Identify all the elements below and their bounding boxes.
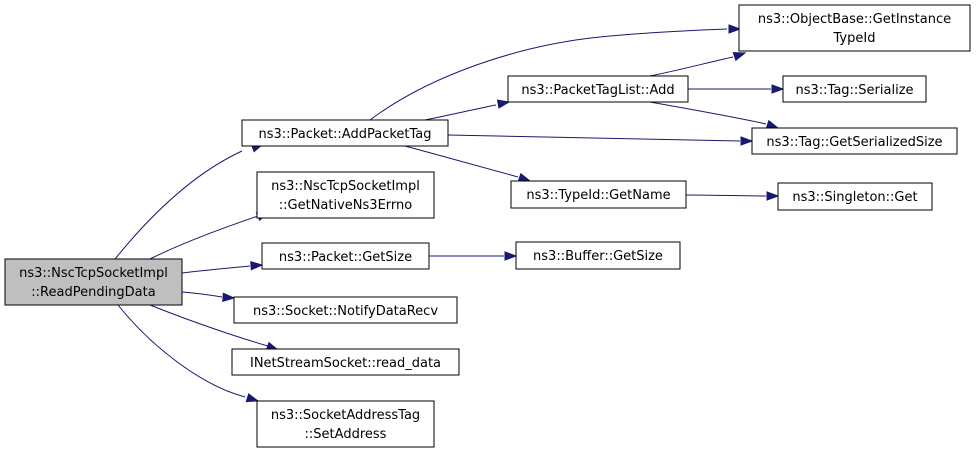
edge-tagListAdd-to-tagSerialize bbox=[688, 84, 785, 94]
edge-line bbox=[149, 304, 269, 347]
edge-line bbox=[114, 150, 243, 260]
arrowhead-icon bbox=[517, 172, 532, 182]
node-buffer-get-size-label: ns3::Buffer::GetSize bbox=[533, 249, 663, 264]
node-packet-tag-list-add-label: ns3::PacketTagList::Add bbox=[521, 83, 674, 98]
edge-line bbox=[117, 304, 246, 398]
node-singleton-get[interactable]: ns3::Singleton::Get bbox=[777, 182, 933, 211]
edge-addPacketTag-to-tagListAdd bbox=[424, 99, 511, 121]
arrowhead-icon bbox=[765, 119, 780, 129]
node-tag-get-serialized-size-label: ns3::Tag::GetSerializedSize bbox=[766, 135, 942, 150]
edge-root-to-notifyRecv bbox=[181, 291, 236, 302]
edge-root-to-readData bbox=[149, 304, 280, 351]
edge-line bbox=[649, 56, 734, 77]
node-tag-serialize[interactable]: ns3::Tag::Serialize bbox=[782, 75, 927, 103]
edge-line bbox=[404, 145, 519, 178]
node-set-address-line-1: ns3::SocketAddressTag bbox=[271, 408, 420, 423]
edge-root-to-pktGetSize bbox=[181, 261, 264, 274]
edge-line bbox=[149, 215, 259, 260]
arrowhead-icon bbox=[504, 251, 518, 261]
node-notify-data-recv[interactable]: ns3::Socket::NotifyDataRecv bbox=[233, 296, 458, 324]
node-get-native-errno[interactable]: ns3::NscTcpSocketImpl ::GetNativeNs3Errn… bbox=[256, 171, 435, 219]
arrowhead-icon bbox=[222, 292, 236, 302]
node-read-data-label: INetStreamSocket::read_data bbox=[250, 356, 441, 371]
node-tag-get-serialized-size[interactable]: ns3::Tag::GetSerializedSize bbox=[751, 127, 958, 155]
node-root-line-1: ns3::NscTcpSocketImpl bbox=[19, 266, 168, 281]
node-tag-serialize-label: ns3::Tag::Serialize bbox=[795, 83, 913, 98]
arrowhead-icon bbox=[732, 52, 747, 62]
edge-tagListAdd-to-tagSerSize bbox=[649, 101, 780, 129]
edge-line bbox=[424, 104, 497, 121]
node-typeid-get-name[interactable]: ns3::TypeId::GetName bbox=[510, 180, 687, 209]
arrowhead-icon bbox=[728, 24, 742, 34]
node-objectbase-get-instance-typeid-line-2: TypeId bbox=[833, 31, 876, 46]
node-objectbase-get-instance-typeid-line-1: ns3::ObjectBase::GetInstance bbox=[758, 12, 951, 27]
edge-line bbox=[181, 265, 251, 274]
node-get-native-errno-line-2: ::GetNativeNs3Errno bbox=[279, 198, 412, 213]
edge-line bbox=[369, 28, 728, 121]
arrowhead-icon bbox=[245, 393, 260, 403]
edge-line bbox=[685, 194, 767, 197]
node-add-packet-tag[interactable]: ns3::Packet::AddPacketTag bbox=[241, 119, 449, 147]
node-packet-get-size[interactable]: ns3::Packet::GetSize bbox=[261, 242, 430, 270]
arrowhead-icon bbox=[496, 99, 511, 109]
edge-root-to-getNativeErr bbox=[149, 211, 270, 260]
node-buffer-get-size[interactable]: ns3::Buffer::GetSize bbox=[515, 241, 681, 270]
edge-addPacketTag-to-tagSerSize bbox=[447, 134, 754, 146]
edge-root-to-setAddress bbox=[117, 304, 260, 403]
node-typeid-get-name-label: ns3::TypeId::GetName bbox=[526, 188, 670, 203]
edge-tagListAdd-to-objBaseTypeId bbox=[649, 52, 747, 77]
nodes-layer: ns3::NscTcpSocketImpl ::ReadPendingData … bbox=[4, 4, 971, 448]
node-set-address-line-2: ::SetAddress bbox=[305, 427, 387, 442]
edge-addPacketTag-to-objBaseTypeId bbox=[369, 24, 742, 121]
arrowhead-icon bbox=[766, 191, 780, 201]
edge-line bbox=[447, 134, 741, 142]
node-read-data[interactable]: INetStreamSocket::read_data bbox=[231, 348, 460, 376]
node-root[interactable]: ns3::NscTcpSocketImpl ::ReadPendingData bbox=[4, 258, 183, 306]
arrowhead-icon bbox=[250, 261, 264, 271]
node-objectbase-get-instance-typeid[interactable]: ns3::ObjectBase::GetInstance TypeId bbox=[738, 4, 971, 52]
node-add-packet-tag-label: ns3::Packet::AddPacketTag bbox=[258, 127, 431, 142]
edge-pktGetSize-to-bufGetSize bbox=[428, 251, 518, 261]
node-packet-tag-list-add[interactable]: ns3::PacketTagList::Add bbox=[507, 75, 689, 103]
arrowhead-icon bbox=[771, 84, 785, 94]
node-set-address[interactable]: ns3::SocketAddressTag ::SetAddress bbox=[256, 400, 435, 448]
arrowhead-icon bbox=[740, 136, 754, 146]
node-root-line-2: ::ReadPendingData bbox=[31, 285, 155, 300]
edge-line bbox=[181, 291, 223, 298]
edge-typeIdName-to-singletonGet bbox=[685, 191, 780, 201]
node-get-native-errno-line-1: ns3::NscTcpSocketImpl bbox=[271, 179, 420, 194]
node-notify-data-recv-label: ns3::Socket::NotifyDataRecv bbox=[253, 304, 438, 319]
edge-line bbox=[649, 101, 767, 125]
node-packet-get-size-label: ns3::Packet::GetSize bbox=[279, 250, 412, 265]
node-singleton-get-label: ns3::Singleton::Get bbox=[792, 190, 917, 205]
